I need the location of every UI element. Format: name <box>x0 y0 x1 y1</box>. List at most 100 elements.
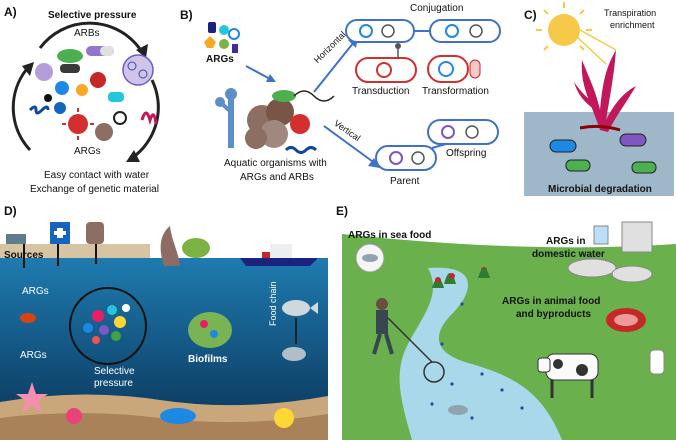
horizontal-arrow <box>313 41 355 93</box>
cycle-arrow-top <box>38 21 144 53</box>
anemone-icon <box>66 408 82 424</box>
arrowhead-left <box>22 62 34 76</box>
aquatic-organisms <box>215 88 335 154</box>
water-tank-icon <box>621 221 653 253</box>
lettuce-icon <box>182 238 210 258</box>
panel-d-food-chain: Food chain <box>268 281 278 326</box>
arrowhead-right <box>126 150 140 162</box>
panel-a-label: A) <box>4 5 17 19</box>
bacterium-yellow <box>76 84 88 96</box>
panel-c-label: C) <box>524 8 537 22</box>
args-dots <box>430 302 524 420</box>
panel-a-args: ARGs <box>74 146 101 157</box>
dot-black <box>44 94 52 102</box>
bacterium-cyan <box>108 92 124 102</box>
source-arrows <box>23 244 97 268</box>
crop-plants <box>432 267 490 288</box>
panel-e-domestic-2: domestic water <box>532 249 605 260</box>
panel-a-caption-2: Exchange of genetic material <box>30 184 159 195</box>
virus-red <box>90 72 106 88</box>
panel-c: C) Transpiration enrichment Microbial de… <box>520 0 676 200</box>
panel-b-label: B) <box>180 8 193 22</box>
plasmid-ring <box>113 111 127 125</box>
fisherman-icon <box>372 298 445 383</box>
bacterium-purple <box>35 63 53 81</box>
panel-a-title: Selective pressure <box>48 10 137 21</box>
args-cluster <box>83 304 130 344</box>
farm-icon <box>86 222 104 244</box>
panel-c-microbial: Microbial degradation <box>548 184 652 195</box>
sea-urchin-icon <box>274 408 294 428</box>
panel-a-illustration <box>11 21 160 162</box>
selective-pressure-ring <box>69 287 147 365</box>
seaweed-icon <box>140 111 158 126</box>
panel-b-transformation: Transformation <box>422 86 489 97</box>
panel-d-biofilms: Biofilms <box>188 354 228 365</box>
panel-d-illustration <box>0 222 328 440</box>
cow-icon <box>537 353 599 398</box>
panel-b-offspring: Offspring <box>446 148 487 159</box>
fish-net-icon <box>448 405 468 415</box>
panel-e-illustration <box>342 220 676 440</box>
ocean <box>0 258 328 408</box>
coral-blue <box>160 408 196 424</box>
bacterium-purple-c <box>619 133 647 147</box>
panel-b-parent: Parent <box>390 176 420 187</box>
seaweed-plant <box>574 50 636 132</box>
glass-icon <box>593 225 609 245</box>
panel-b-illustration <box>204 19 501 171</box>
panel-d-args-bottom: ARGs <box>20 350 47 361</box>
milk-bottle-icon <box>649 349 665 375</box>
transduction-cell <box>355 57 417 83</box>
organism-brown <box>95 123 113 141</box>
river <box>399 267 562 440</box>
arrowhead-top <box>136 44 148 58</box>
panel-b-caption-1: Aquatic organisms with <box>224 158 327 169</box>
panel-d: D) <box>0 204 328 440</box>
shore-strip <box>0 244 150 258</box>
bacterium-blue <box>55 81 69 95</box>
vertical-arrow <box>323 125 377 165</box>
panel-d-selective-2: pressure <box>94 378 133 389</box>
panel-d-selective-1: Selective <box>94 366 135 377</box>
dna-strand-icon <box>28 105 50 115</box>
panel-e-animal-1: ARGs in animal food <box>502 296 601 307</box>
treatment-basin-icon <box>567 258 617 278</box>
panel-e-sea-food: ARGs in sea food <box>348 230 432 241</box>
panel-a: A) Selective pressure ARBs AR <box>0 0 175 200</box>
panel-d-sources: Sources <box>4 250 44 261</box>
panel-c-transpiration-1: Transpiration <box>604 8 657 18</box>
panel-a-caption-1: Easy contact with water <box>44 170 150 181</box>
panel-e-domestic-1: ARGs in <box>546 236 586 247</box>
virus-cluster <box>122 54 154 86</box>
offspring-cell <box>427 119 499 145</box>
fish-icon <box>282 300 310 316</box>
args-arrow <box>245 65 273 81</box>
panel-e-animal-2: and byproducts <box>516 309 592 320</box>
starfish-icon <box>16 382 48 413</box>
seaweed-d <box>160 226 180 266</box>
panel-b: B) <box>176 0 516 200</box>
panel-b-transduction: Transduction <box>352 86 410 97</box>
biofilm-blob <box>188 312 232 348</box>
factory-icon <box>6 234 26 244</box>
panel-d-args-top: ARGs <box>22 286 49 297</box>
root-icon <box>579 124 621 132</box>
panel-a-arbs: ARBs <box>74 28 100 39</box>
parent-cell <box>375 145 437 171</box>
bacterium-blue-c <box>549 139 577 153</box>
panel-e: E) <box>332 204 676 440</box>
panel-d-label: D) <box>4 204 17 218</box>
conjugation-cell-left <box>345 19 415 43</box>
bacterium-green <box>57 49 83 63</box>
arg-shape <box>208 22 216 33</box>
cycle-arrow-left <box>11 69 32 152</box>
panel-b-args: ARGs <box>206 54 234 65</box>
panel-c-transpiration-2: enrichment <box>610 20 655 30</box>
transformation-cell <box>427 55 469 83</box>
ship-icon <box>240 258 318 266</box>
bacterium-green-c <box>565 159 591 172</box>
panel-c-illustration <box>524 2 674 196</box>
panel-e-label: E) <box>336 204 348 218</box>
sun-icon <box>548 14 580 46</box>
